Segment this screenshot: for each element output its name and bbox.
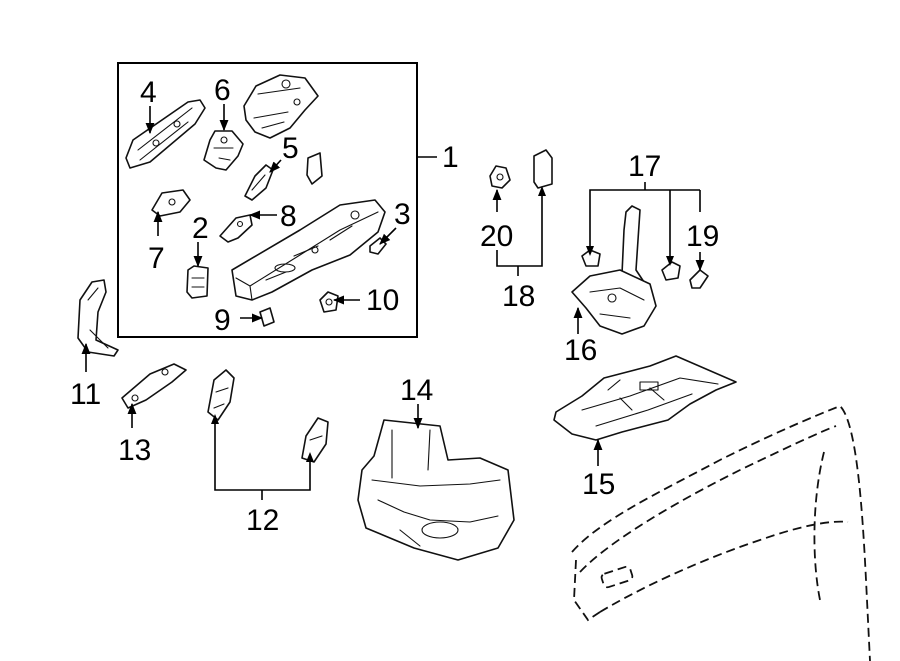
leader-18 <box>496 190 543 267</box>
part-15-tray <box>553 355 737 441</box>
part-9-plate <box>259 307 275 327</box>
part-17-clip-right <box>661 261 681 281</box>
arrowhead-17b <box>666 256 674 266</box>
label-17: 17 <box>628 150 661 183</box>
part-11-brace <box>77 279 119 357</box>
label-7: 7 <box>148 242 165 275</box>
part-4-bracket <box>125 99 206 169</box>
label-12: 12 <box>246 504 279 537</box>
part-13-strap <box>121 363 187 409</box>
label-3: 3 <box>394 198 411 231</box>
part-frame-rail <box>231 199 386 301</box>
label-11: 11 <box>70 378 101 411</box>
part-18-insulator <box>533 149 553 189</box>
leader-12 <box>214 422 311 491</box>
arrowhead-18 <box>538 186 546 196</box>
leader-3 <box>379 227 397 245</box>
leader-5 <box>269 159 282 173</box>
part-5-plate <box>244 164 274 201</box>
label-8: 8 <box>280 200 297 233</box>
label-18: 18 <box>502 280 535 313</box>
part-16-bracket <box>571 269 657 335</box>
part-2-block <box>186 265 209 299</box>
label-14: 14 <box>400 374 433 407</box>
label-10: 10 <box>366 284 399 317</box>
arrowhead-12a <box>211 414 219 424</box>
leader-17 <box>589 189 701 262</box>
part-12-left <box>207 369 235 421</box>
label-19: 19 <box>686 220 719 253</box>
label-5: 5 <box>282 132 299 165</box>
part-clip-small <box>306 152 323 185</box>
part-20-clip <box>489 165 511 189</box>
assembly-box <box>117 62 418 338</box>
arrowhead-17a <box>586 246 594 256</box>
label-6: 6 <box>214 74 231 107</box>
part-8-bracket <box>219 214 253 243</box>
label-16: 16 <box>564 334 597 367</box>
label-20: 20 <box>480 220 513 253</box>
part-10-nut <box>319 291 339 313</box>
part-14-splash-shield <box>357 419 515 561</box>
label-1: 1 <box>442 141 459 174</box>
label-9: 9 <box>214 304 231 337</box>
label-15: 15 <box>582 468 615 501</box>
label-2: 2 <box>192 212 209 245</box>
fender-outline <box>571 404 871 661</box>
part-19-clip <box>689 269 709 289</box>
part-12-right <box>301 417 329 463</box>
part-top-casting <box>243 74 319 139</box>
part-6-bracket <box>203 130 244 171</box>
label-4: 4 <box>140 76 157 109</box>
arrowhead-12b <box>306 452 314 462</box>
label-13: 13 <box>118 434 151 467</box>
